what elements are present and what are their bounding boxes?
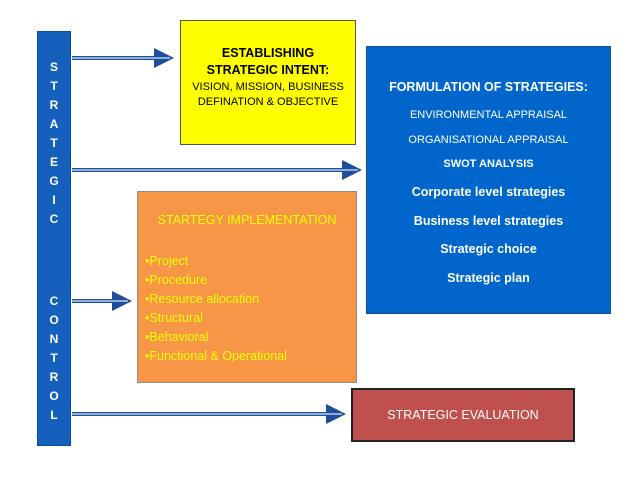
formulation-title: FORMULATION OF STRATEGIES: bbox=[389, 80, 588, 94]
control-letter: R bbox=[49, 370, 59, 384]
formulation-box: FORMULATION OF STRATEGIES: ENVIRONMENTAL… bbox=[366, 46, 611, 314]
business-level-strategies: Business level strategies bbox=[413, 214, 564, 228]
intent-sub-line2: DEFINATION & OBJECTIVE bbox=[197, 96, 339, 108]
list-item: •Behavioral bbox=[145, 330, 209, 344]
control-letter: L bbox=[50, 408, 58, 422]
strategic-choice: Strategic choice bbox=[440, 242, 537, 256]
control-letter: G bbox=[49, 174, 59, 188]
control-letter: A bbox=[49, 117, 59, 131]
organisational-appraisal: ORGANISATIONAL APPRAISAL bbox=[408, 134, 569, 146]
list-item: •Procedure bbox=[145, 273, 208, 287]
control-letter: T bbox=[50, 79, 58, 93]
control-letter: N bbox=[49, 332, 59, 346]
intent-title-line2: STRATEGIC INTENT: bbox=[206, 63, 330, 77]
control-letter: C bbox=[49, 294, 59, 308]
control-letter: T bbox=[50, 136, 58, 150]
list-item: •Structural bbox=[145, 311, 203, 325]
control-letter: O bbox=[49, 313, 59, 327]
strategic-plan: Strategic plan bbox=[447, 271, 530, 285]
list-item: •Functional & Operational bbox=[145, 349, 287, 363]
control-letter: T bbox=[50, 351, 58, 365]
control-letter: E bbox=[49, 155, 58, 169]
corporate-level-strategies: Corporate level strategies bbox=[411, 185, 566, 199]
implementation-box: STARTEGY IMPLEMENTATION •Project •Proced… bbox=[137, 191, 357, 383]
control-letter: O bbox=[49, 389, 59, 403]
evaluation-label: STRATEGIC EVALUATION bbox=[387, 408, 539, 422]
control-letter: R bbox=[49, 98, 59, 112]
control-letter: I bbox=[52, 193, 56, 207]
evaluation-box: STRATEGIC EVALUATION bbox=[351, 388, 575, 442]
intent-subtitle: VISION, MISSION, BUSINESS DEFINATION & O… bbox=[181, 80, 355, 110]
list-item: •Project bbox=[145, 254, 189, 268]
environmental-appraisal: ENVIRONMENTAL APPRAISAL bbox=[409, 109, 568, 121]
implementation-list: •Project •Procedure •Resource allocation… bbox=[145, 252, 287, 366]
swot-analysis: SWOT ANALYSIS bbox=[443, 158, 534, 170]
intent-sub-line1: VISION, MISSION, BUSINESS bbox=[192, 81, 344, 93]
control-letter: S bbox=[49, 60, 58, 74]
intent-title-line1: ESTABLISHING bbox=[221, 46, 315, 60]
implementation-title: STARTEGY IMPLEMENTATION bbox=[157, 213, 337, 227]
list-item: •Resource allocation bbox=[145, 292, 260, 306]
control-letter: C bbox=[49, 212, 59, 226]
strategic-intent-box: ESTABLISHING STRATEGIC INTENT: VISION, M… bbox=[180, 20, 356, 145]
intent-title: ESTABLISHING STRATEGIC INTENT: bbox=[181, 45, 355, 79]
